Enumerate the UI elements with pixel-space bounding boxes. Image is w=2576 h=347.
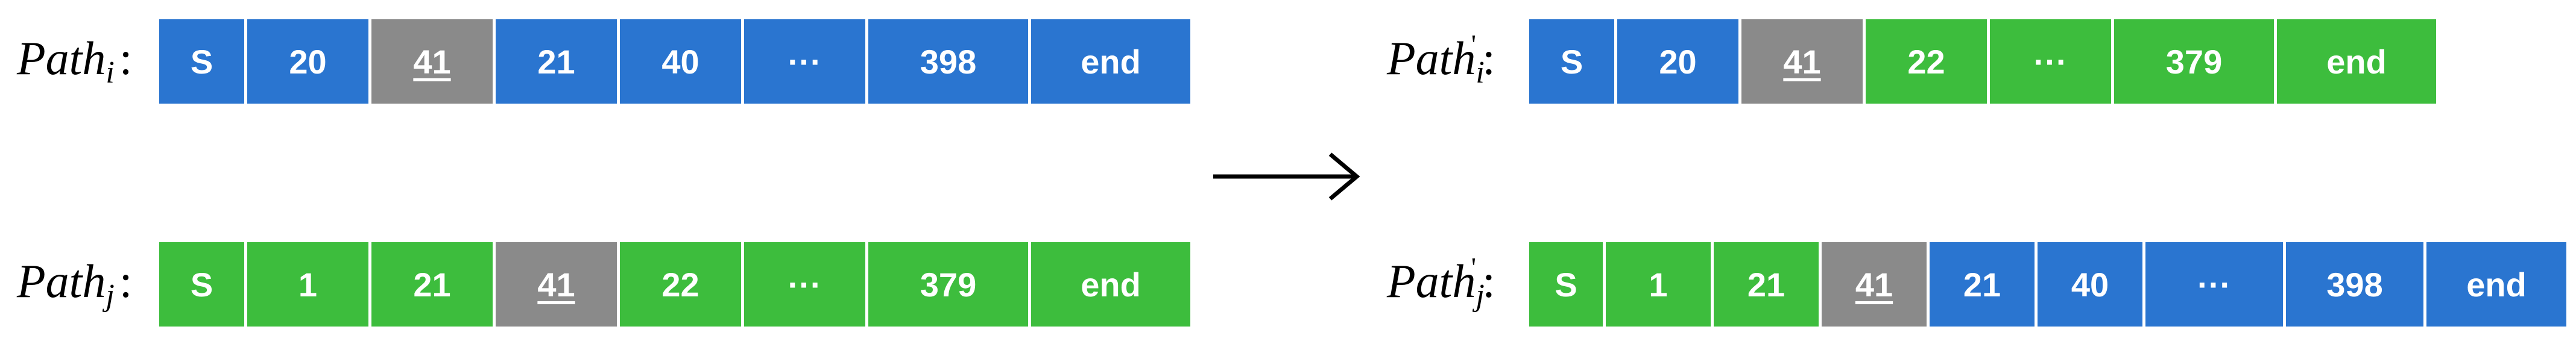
path-j-cell-4-text: 22 <box>661 265 699 304</box>
path-i-cell-2-text: 41 <box>413 42 451 81</box>
path-j-label: Pathj: <box>17 255 133 311</box>
path-j-prime-label-prime: ' <box>1471 252 1477 283</box>
path-j-prime-cell-7: 398 <box>2286 242 2426 327</box>
path-j-prime-label-colon: : <box>1482 255 1495 307</box>
path-j-prime-row: S 1 21 41 21 40 ··· 398 end <box>1529 242 2566 327</box>
path-j-prime-cell-4: 21 <box>1930 242 2038 327</box>
path-j-cell-2-text: 21 <box>413 265 451 304</box>
path-i-prime-label-base: Path <box>1387 32 1476 84</box>
path-i-prime-cell-6: end <box>2277 19 2436 104</box>
path-j-cell-4: 22 <box>620 242 744 327</box>
path-j-cell-0-text: S <box>190 265 213 304</box>
path-j-prime-cell-5: 40 <box>2038 242 2145 327</box>
path-i-prime-label: Pathi': <box>1387 31 1495 89</box>
path-j-cell-3: 41 <box>496 242 620 327</box>
path-i-cell-6: 398 <box>868 19 1031 104</box>
path-j-prime-cell-8-text: end <box>2466 265 2527 304</box>
path-i-cell-2: 41 <box>371 19 496 104</box>
path-j-prime-label-base: Path <box>1387 255 1476 307</box>
path-j-row: S 1 21 41 22 ··· 379 end <box>159 242 1190 327</box>
path-i-cell-7: end <box>1031 19 1190 104</box>
path-j-prime-cell-3-text: 41 <box>1855 265 1893 304</box>
path-i-cell-1-text: 20 <box>289 42 327 81</box>
path-i-prime-cell-4-text: ··· <box>2033 42 2068 81</box>
path-j-prime-cell-0: S <box>1529 242 1606 327</box>
path-i-label: Pathi: <box>17 32 133 89</box>
path-i-cell-7-text: end <box>1081 42 1141 81</box>
path-i-label-colon: : <box>119 32 133 84</box>
path-i-prime-label-sub: i <box>1476 55 1485 90</box>
path-j-cell-2: 21 <box>371 242 496 327</box>
path-i-prime-cell-5: 379 <box>2114 19 2277 104</box>
path-i-prime-cell-0-text: S <box>1560 42 1583 81</box>
path-j-cell-6-text: 379 <box>920 265 977 304</box>
path-i-cell-5: ··· <box>744 19 868 104</box>
path-j-prime-label-sub: j <box>1476 278 1485 313</box>
path-i-prime-cell-1-text: 20 <box>1659 42 1697 81</box>
path-j-label-base: Path <box>17 255 106 307</box>
path-j-cell-5-text: ··· <box>788 265 822 304</box>
path-i-prime-cell-2: 41 <box>1741 19 1866 104</box>
path-j-prime-cell-2-text: 21 <box>1747 265 1785 304</box>
path-i-prime-row: S 20 41 22 ··· 379 end <box>1529 19 2436 104</box>
path-j-prime-cell-0-text: S <box>1555 265 1577 304</box>
path-j-label-colon: : <box>119 255 133 307</box>
path-i-cell-0: S <box>159 19 247 104</box>
path-i-cell-0-text: S <box>190 42 213 81</box>
path-j-label-sub: j <box>106 278 115 313</box>
path-i-row: S 20 41 21 40 ··· 398 end <box>159 19 1190 104</box>
path-i-prime-cell-3: 22 <box>1866 19 1990 104</box>
path-j-cell-3-text: 41 <box>537 265 575 304</box>
path-i-prime-cell-3-text: 22 <box>1907 42 1945 81</box>
path-j-prime-cell-5-text: 40 <box>2071 265 2109 304</box>
path-j-prime-cell-7-text: 398 <box>2326 265 2383 304</box>
path-i-label-sub: i <box>106 55 115 90</box>
path-i-prime-cell-5-text: 379 <box>2165 42 2223 81</box>
path-j-cell-7: end <box>1031 242 1190 327</box>
path-j-prime-cell-6: ··· <box>2145 242 2286 327</box>
path-i-label-base: Path <box>17 32 106 84</box>
path-i-prime-cell-4: ··· <box>1990 19 2114 104</box>
path-i-prime-cell-2-text: 41 <box>1783 42 1821 81</box>
path-i-prime-label-prime: ' <box>1471 29 1477 60</box>
path-i-cell-4-text: 40 <box>661 42 699 81</box>
path-i-cell-3-text: 21 <box>537 42 575 81</box>
path-j-prime-cell-1-text: 1 <box>1649 265 1668 304</box>
path-j-cell-0: S <box>159 242 247 327</box>
path-j-cell-6: 379 <box>868 242 1031 327</box>
path-i-prime-cell-0: S <box>1529 19 1617 104</box>
path-i-cell-3: 21 <box>496 19 620 104</box>
path-j-prime-cell-6-text: ··· <box>2197 265 2231 304</box>
path-j-cell-7-text: end <box>1081 265 1141 304</box>
path-j-prime-cell-4-text: 21 <box>1963 265 2001 304</box>
path-i-cell-4: 40 <box>620 19 744 104</box>
right-arrow-icon <box>1213 152 1360 201</box>
path-i-prime-cell-1: 20 <box>1617 19 1741 104</box>
path-i-cell-5-text: ··· <box>788 42 822 81</box>
path-j-cell-1-text: 1 <box>298 265 318 304</box>
path-j-prime-cell-3: 41 <box>1822 242 1930 327</box>
path-j-prime-label: Pathj': <box>1387 254 1495 311</box>
path-i-cell-1: 20 <box>247 19 371 104</box>
path-j-prime-cell-2: 21 <box>1714 242 1822 327</box>
path-i-prime-cell-6-text: end <box>2326 42 2387 81</box>
path-i-prime-label-colon: : <box>1482 32 1495 84</box>
path-j-cell-1: 1 <box>247 242 371 327</box>
path-j-prime-cell-8: end <box>2426 242 2566 327</box>
path-i-cell-6-text: 398 <box>920 42 977 81</box>
path-j-prime-cell-1: 1 <box>1606 242 1714 327</box>
path-j-cell-5: ··· <box>744 242 868 327</box>
